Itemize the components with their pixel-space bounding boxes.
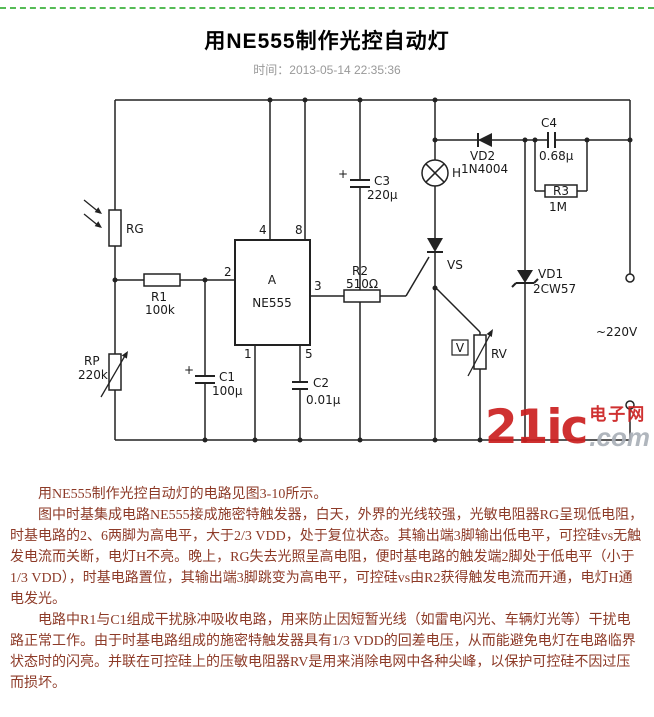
c2-label: C2	[313, 376, 329, 390]
c1-capacitor	[195, 375, 215, 384]
vd1-value: 2CW57	[533, 282, 576, 296]
watermark-brand: 21ic	[484, 400, 588, 455]
vd2-value: 1N4004	[461, 162, 508, 176]
r1-value: 100k	[145, 303, 175, 317]
c3-value: 220μ	[367, 188, 398, 202]
r2-label: R2	[352, 264, 368, 278]
rg-photoresistor	[83, 199, 122, 247]
rp-value: 220k	[78, 368, 108, 382]
vs-label: VS	[447, 258, 463, 272]
lamp-h	[421, 159, 449, 187]
rv-varistor	[451, 329, 493, 377]
rv-v-symbol: V	[456, 341, 465, 355]
r2-value: 510Ω	[346, 277, 378, 291]
pin4-label: 4	[259, 223, 267, 237]
circuit-labels: RG R1 100k RP 220k + C1 100μ C2 0.01μ + …	[78, 116, 638, 407]
watermark-domain: .com	[589, 422, 650, 452]
rp-label: RP	[84, 354, 100, 368]
ic-a-label: A	[268, 273, 277, 287]
pin8-label: 8	[295, 223, 303, 237]
light-arrows-icon	[83, 199, 102, 228]
pin2-label: 2	[224, 265, 232, 279]
site-watermark: 21ic 电子网 .com	[484, 400, 650, 455]
pin1-label: 1	[244, 347, 252, 361]
lamp-label: H	[452, 166, 461, 180]
r3-resistor	[544, 184, 578, 198]
c3-capacitor	[350, 179, 370, 188]
c2-capacitor	[292, 381, 308, 390]
top-dashed-border	[0, 7, 654, 9]
article-paragraph: 电路中R1与C1组成干扰脉冲吸收电路，用来防止因短暂光线（如雷电闪光、车辆灯光等…	[10, 613, 636, 691]
r3-label: R3	[553, 184, 569, 198]
publish-time: 时间：2013-05-14 22:35:36	[0, 61, 654, 78]
time-label: 时间：	[253, 63, 290, 77]
vs-thyristor	[427, 238, 443, 253]
time-value: 2013-05-14 22:35:36	[289, 63, 401, 77]
r2-resistor	[343, 289, 381, 303]
rp-potentiometer	[100, 351, 128, 398]
article-paragraph: 图中时基集成电路NE555接成施密特触发器，白天，外界的光线较强，光敏电阻器RG…	[10, 508, 644, 607]
c1-value: 100μ	[212, 384, 243, 398]
c1-plus-sign: +	[184, 363, 194, 377]
r3-value: 1M	[549, 200, 567, 214]
mains-terminals	[625, 273, 635, 410]
c3-label: C3	[374, 174, 390, 188]
c2-value: 0.01μ	[306, 393, 341, 407]
ic-name-label: NE555	[252, 296, 291, 310]
page-title: 用NE555制作光控自动灯	[204, 30, 450, 53]
article-body: 用NE555制作光控自动灯的电路见图3-10所示。 图中时基集成电路NE555接…	[0, 480, 654, 708]
circuit-figure: RG R1 100k RP 220k + C1 100μ C2 0.01μ + …	[0, 80, 654, 480]
c4-label: C4	[541, 116, 557, 130]
rg-label: RG	[126, 222, 144, 236]
junction-dots	[112, 97, 633, 443]
c4-value: 0.68μ	[539, 149, 574, 163]
c3-plus-sign: +	[338, 167, 348, 181]
vd2-label: VD2	[470, 149, 495, 163]
ne555-ic	[234, 239, 311, 346]
watermark-cn: 电子网	[589, 405, 647, 424]
vd1-label: VD1	[538, 267, 563, 281]
circuit-wires	[114, 99, 631, 441]
pin3-label: 3	[314, 279, 322, 293]
c4-capacitor	[547, 132, 556, 148]
rv-label: RV	[491, 347, 508, 361]
vd2-diode	[477, 133, 492, 147]
vd1-zener-diode	[511, 270, 539, 288]
r1-resistor	[143, 273, 181, 287]
c1-label: C1	[219, 370, 235, 384]
article-paragraph: 用NE555制作光控自动灯的电路见图3-10所示。	[38, 487, 328, 502]
pin5-label: 5	[305, 347, 313, 361]
mains-voltage-label: ~220V	[596, 325, 638, 339]
circuit-diagram: RG R1 100k RP 220k + C1 100μ C2 0.01μ + …	[78, 97, 638, 443]
r1-label: R1	[151, 290, 167, 304]
